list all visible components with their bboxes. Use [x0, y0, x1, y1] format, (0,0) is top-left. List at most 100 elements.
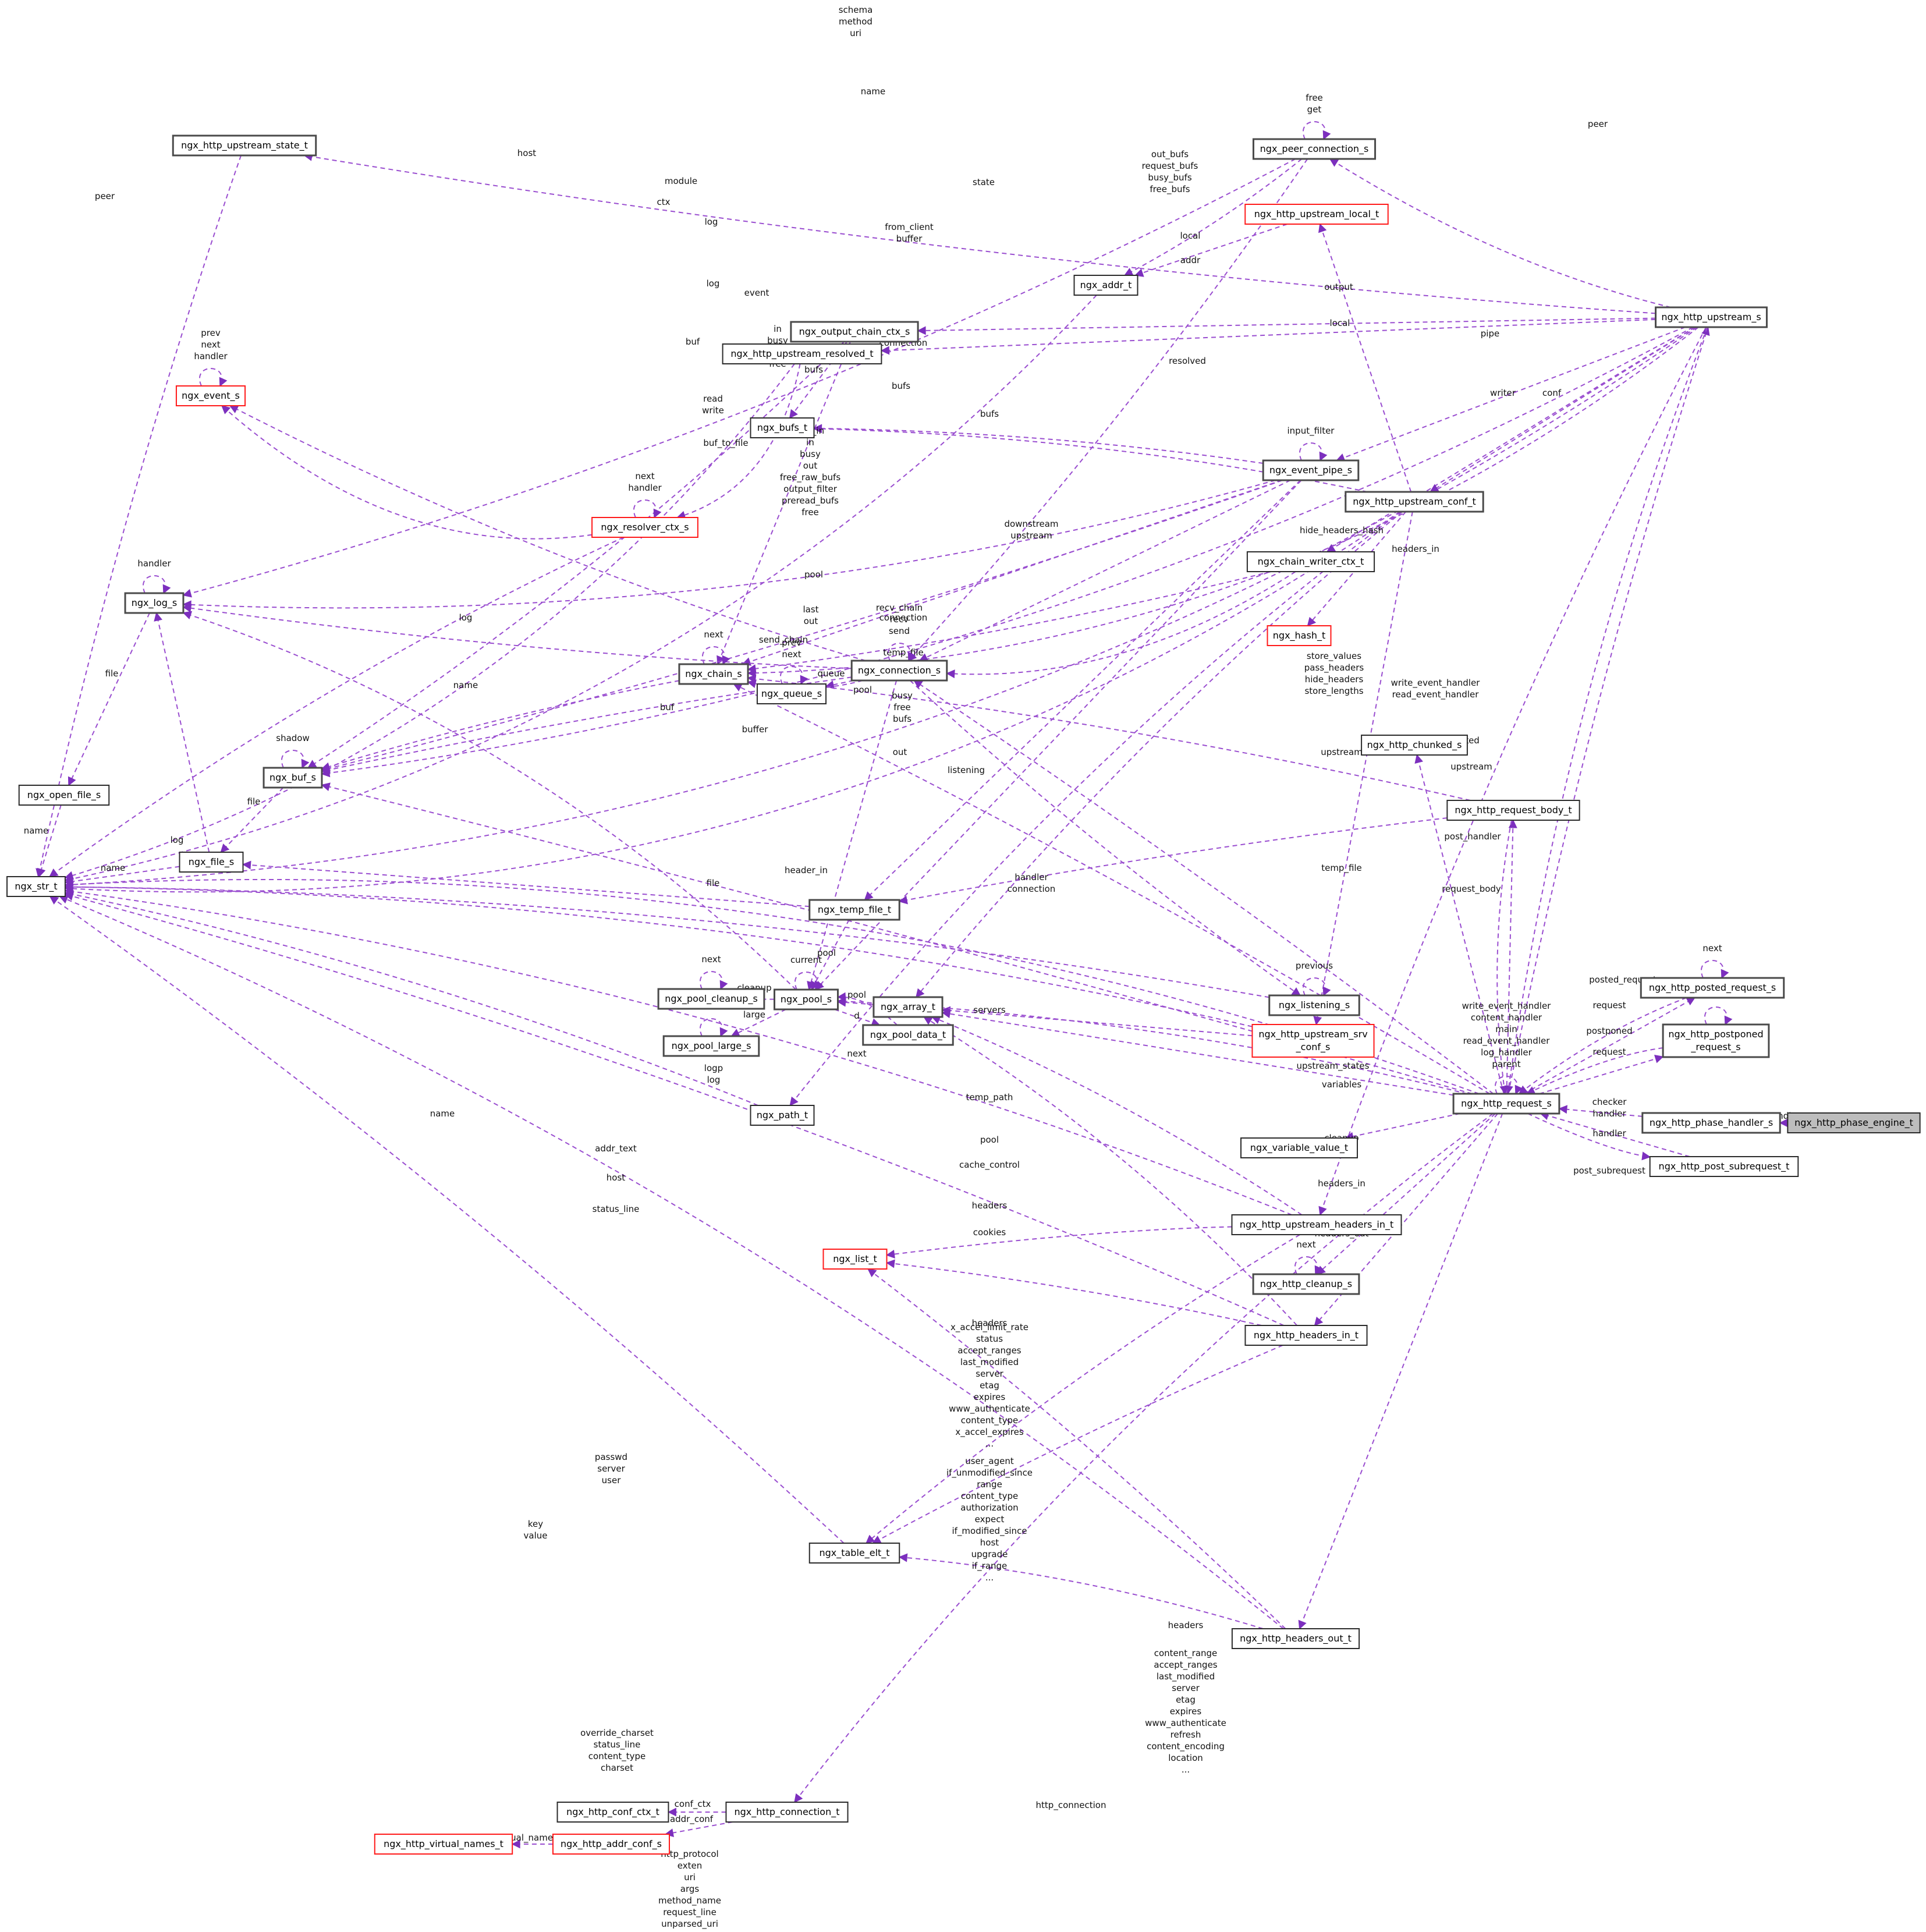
node-event[interactable]: ngx_event_s — [175, 385, 246, 406]
node-bufs[interactable]: ngx_bufs_t — [750, 417, 815, 438]
edge-event_pipe-chain — [742, 480, 1282, 666]
node-pool_cleanup[interactable]: ngx_pool_cleanup_s — [657, 988, 765, 1010]
node-path[interactable]: ngx_path_t — [750, 1105, 815, 1126]
node-label-resolver_ctx: ngx_resolver_ctx_s — [601, 522, 689, 533]
node-label-event: ngx_event_s — [182, 390, 240, 402]
node-buf[interactable]: ngx_buf_s — [263, 767, 323, 789]
edge-upstream-request — [1504, 327, 1708, 1095]
node-pool[interactable]: ngx_pool_s — [774, 988, 839, 1011]
node-post_subreq[interactable]: ngx_http_post_subrequest_t — [1649, 1156, 1799, 1177]
node-conf_ctx[interactable]: ngx_http_conf_ctx_t — [556, 1802, 669, 1823]
node-label-array: ngx_array_t — [881, 1001, 935, 1013]
node-listening[interactable]: ngx_listening_s — [1268, 994, 1360, 1016]
node-virtual_names[interactable]: ngx_http_virtual_names_t — [374, 1834, 513, 1855]
node-resolver_ctx[interactable]: ngx_resolver_ctx_s — [591, 517, 698, 538]
node-file[interactable]: ngx_file_s — [179, 852, 244, 873]
node-upstream_local[interactable]: ngx_http_upstream_local_t — [1244, 204, 1389, 225]
self-label-listening: previous — [1296, 960, 1333, 971]
edge-request-post_subreq — [1527, 1113, 1651, 1161]
self-loop-pool — [794, 972, 823, 991]
edge-label-temp_path: temp_path — [966, 1092, 1013, 1103]
node-label-srv_conf: ngx_http_upstream_srv_conf_s — [1258, 1029, 1367, 1053]
node-peer_conn[interactable]: ngx_peer_connection_s — [1252, 138, 1377, 160]
edge-label-bufs: bufs — [980, 409, 999, 419]
node-output_chain[interactable]: ngx_output_chain_ctx_s — [790, 321, 919, 343]
node-chain[interactable]: ngx_chain_s — [678, 663, 749, 685]
node-pool_data[interactable]: ngx_pool_data_t — [862, 1024, 954, 1046]
node-req_body[interactable]: ngx_http_request_body_t — [1446, 800, 1580, 821]
node-label-pool: ngx_pool_s — [781, 994, 832, 1005]
node-phase_engine[interactable]: ngx_http_phase_engine_t — [1787, 1112, 1921, 1133]
node-http_conn[interactable]: ngx_http_connection_t — [725, 1802, 849, 1823]
node-str[interactable]: ngx_str_t — [6, 876, 66, 897]
node-resolved[interactable]: ngx_http_upstream_resolved_t — [722, 343, 882, 364]
self-loop-request — [1495, 1076, 1523, 1095]
edge-chain_writer-chain — [747, 571, 1271, 673]
edge-label-upstream: upstream — [1321, 747, 1363, 757]
node-label-conn: ngx_connection_s — [858, 665, 941, 676]
edge-label-listening: listening — [948, 765, 985, 775]
edge-label-local: local — [1330, 318, 1350, 328]
edge-label-last_in: last_ininbusyoutfree_raw_bufsoutput_filt… — [780, 426, 841, 517]
edge-label-pool: pool — [817, 948, 836, 958]
node-pool_large[interactable]: ngx_pool_large_s — [662, 1035, 760, 1057]
node-headers_out[interactable]: ngx_http_headers_out_t — [1231, 1628, 1360, 1649]
node-label-post_subreq: ngx_http_post_subrequest_t — [1659, 1161, 1790, 1172]
edge-headers_out-str — [59, 895, 1284, 1629]
self-label-log: handler — [137, 558, 171, 569]
node-addr[interactable]: ngx_addr_t — [1073, 275, 1138, 296]
node-hash[interactable]: ngx_hash_t — [1267, 625, 1332, 646]
node-srv_conf[interactable]: ngx_http_upstream_srv_conf_s — [1251, 1024, 1375, 1058]
node-list[interactable]: ngx_list_t — [822, 1249, 888, 1270]
edge-req_body-temp_file — [898, 817, 1448, 905]
node-label-upstream_conf: ngx_http_upstream_conf_t — [1353, 496, 1476, 508]
self-loop-event_pipe — [1299, 442, 1328, 462]
node-chain_writer[interactable]: ngx_chain_writer_ctx_t — [1246, 551, 1375, 572]
node-headers_in[interactable]: ngx_http_headers_in_t — [1244, 1325, 1368, 1346]
node-phase_handler[interactable]: ngx_http_phase_handler_s — [1641, 1112, 1781, 1134]
node-queue[interactable]: ngx_queue_s — [756, 683, 827, 704]
self-loop-log — [143, 575, 171, 594]
node-table_elt[interactable]: ngx_table_elt_t — [808, 1543, 900, 1564]
node-upstream_conf[interactable]: ngx_http_upstream_conf_t — [1345, 491, 1484, 513]
node-label-log: ngx_log_s — [132, 597, 178, 609]
edge-label-log: log — [459, 612, 473, 623]
edge-label-variables: variables — [1322, 1079, 1362, 1090]
node-chunked[interactable]: ngx_http_chunked_s — [1361, 735, 1468, 756]
node-upstream_state[interactable]: ngx_http_upstream_state_t — [172, 134, 317, 157]
node-conn[interactable]: ngx_connection_s — [850, 660, 948, 682]
node-upstream[interactable]: ngx_http_upstream_s — [1655, 306, 1768, 328]
node-label-ups_headers_in: ngx_http_upstream_headers_in_t — [1240, 1219, 1394, 1231]
node-addr_conf[interactable]: ngx_http_addr_conf_s — [552, 1834, 670, 1855]
edge-label-post_handler: post_handler — [1444, 831, 1501, 842]
node-postponed_req[interactable]: ngx_http_postponed_request_s — [1662, 1023, 1770, 1058]
node-log[interactable]: ngx_log_s — [124, 592, 185, 614]
node-event_pipe[interactable]: ngx_event_pipe_s — [1262, 459, 1360, 481]
edge-label-output: output — [1324, 282, 1353, 292]
edge-upstream-resolved — [880, 318, 1656, 355]
node-array[interactable]: ngx_array_t — [872, 996, 944, 1018]
edge-headers_in-str — [64, 892, 1285, 1326]
edge-headers_in-table_elt — [872, 1345, 1283, 1544]
edge-label-log: log — [171, 835, 184, 845]
edge-label-headers: headers — [972, 1318, 1008, 1328]
edge-request-conn — [913, 680, 1494, 1094]
node-open_file[interactable]: ngx_open_file_s — [18, 785, 110, 806]
node-http_cleanup[interactable]: ngx_http_cleanup_s — [1252, 1273, 1360, 1295]
edge-listening-str — [64, 882, 1269, 998]
edge-label-headers: headers — [972, 1200, 1008, 1211]
node-ups_headers_in[interactable]: ngx_http_upstream_headers_in_t — [1231, 1214, 1402, 1235]
edge-request-headers_in — [1314, 1113, 1499, 1327]
node-temp_file[interactable]: ngx_temp_file_t — [808, 899, 900, 921]
edge-label-status_line: status_line — [593, 1204, 640, 1215]
node-var_value[interactable]: ngx_variable_value_t — [1240, 1137, 1358, 1158]
self-loop-queue — [780, 666, 808, 685]
edge-peer_conn-conn — [907, 158, 1308, 662]
node-posted_req[interactable]: ngx_http_posted_request_s — [1640, 977, 1785, 999]
node-label-chain_writer: ngx_chain_writer_ctx_t — [1258, 556, 1364, 568]
node-request[interactable]: ngx_http_request_s — [1452, 1093, 1560, 1115]
